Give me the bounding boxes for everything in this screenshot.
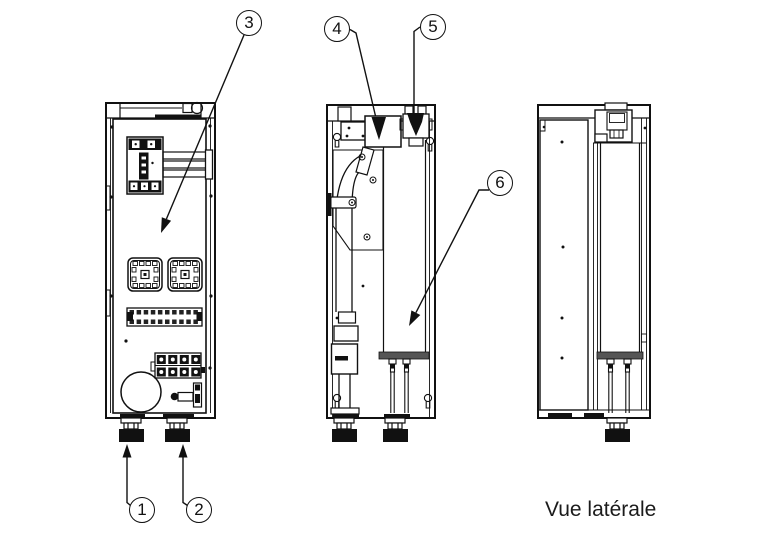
side-view-caption: Vue latérale	[545, 498, 657, 521]
front-panel	[112, 118, 207, 414]
circuit-breaker	[126, 136, 164, 195]
contactor-left	[127, 257, 163, 292]
arrowhead	[407, 113, 424, 136]
arrowhead	[161, 217, 172, 233]
cable-gland	[604, 417, 631, 443]
cable-hole	[120, 371, 162, 413]
leader-line-3	[161, 34, 245, 233]
terminal-block	[150, 352, 205, 379]
callout-leader-lines	[122, 26, 489, 507]
top-fitting	[182, 102, 193, 114]
leader-line-2	[178, 444, 188, 507]
cable-gland-2	[164, 417, 191, 443]
tank-side	[596, 143, 644, 414]
side-internal-view-drawing	[326, 104, 436, 443]
keyhole-slot	[425, 136, 435, 152]
terminal-strip	[126, 307, 203, 327]
arrowhead	[371, 117, 386, 140]
cable-gland-1	[118, 417, 145, 443]
callout-5: 5	[420, 14, 446, 40]
leader-line-6	[409, 189, 489, 326]
leader-line-1	[122, 444, 132, 507]
callout-3: 3	[236, 10, 262, 36]
tank	[378, 140, 430, 414]
side-view-drawing	[537, 102, 651, 443]
top-bracket	[340, 121, 369, 141]
screw-dots	[109, 124, 213, 370]
leader-line-4	[349, 28, 386, 140]
callout-6: 6	[487, 170, 513, 196]
callout-2: 2	[186, 497, 212, 523]
mounting-plate	[332, 149, 384, 251]
hinge-bar	[155, 114, 201, 118]
callout-1: 1	[129, 497, 155, 523]
arrowhead	[409, 310, 421, 326]
bus-bars	[162, 149, 214, 180]
arrowhead	[122, 444, 132, 458]
keyhole-slot	[423, 393, 433, 409]
callout-4: 4	[324, 16, 350, 42]
leader-line-5	[407, 26, 424, 136]
small-switch	[170, 382, 203, 408]
side-door-panel	[539, 119, 589, 411]
contactor-right	[167, 257, 203, 292]
sensor-pocket	[355, 146, 375, 176]
cable-gland	[331, 417, 358, 443]
valve-fitting-side	[594, 102, 633, 143]
cable-gland	[382, 417, 409, 443]
front-view-drawing	[105, 101, 216, 443]
keyhole-slot	[332, 132, 342, 148]
arrowhead	[178, 444, 188, 458]
